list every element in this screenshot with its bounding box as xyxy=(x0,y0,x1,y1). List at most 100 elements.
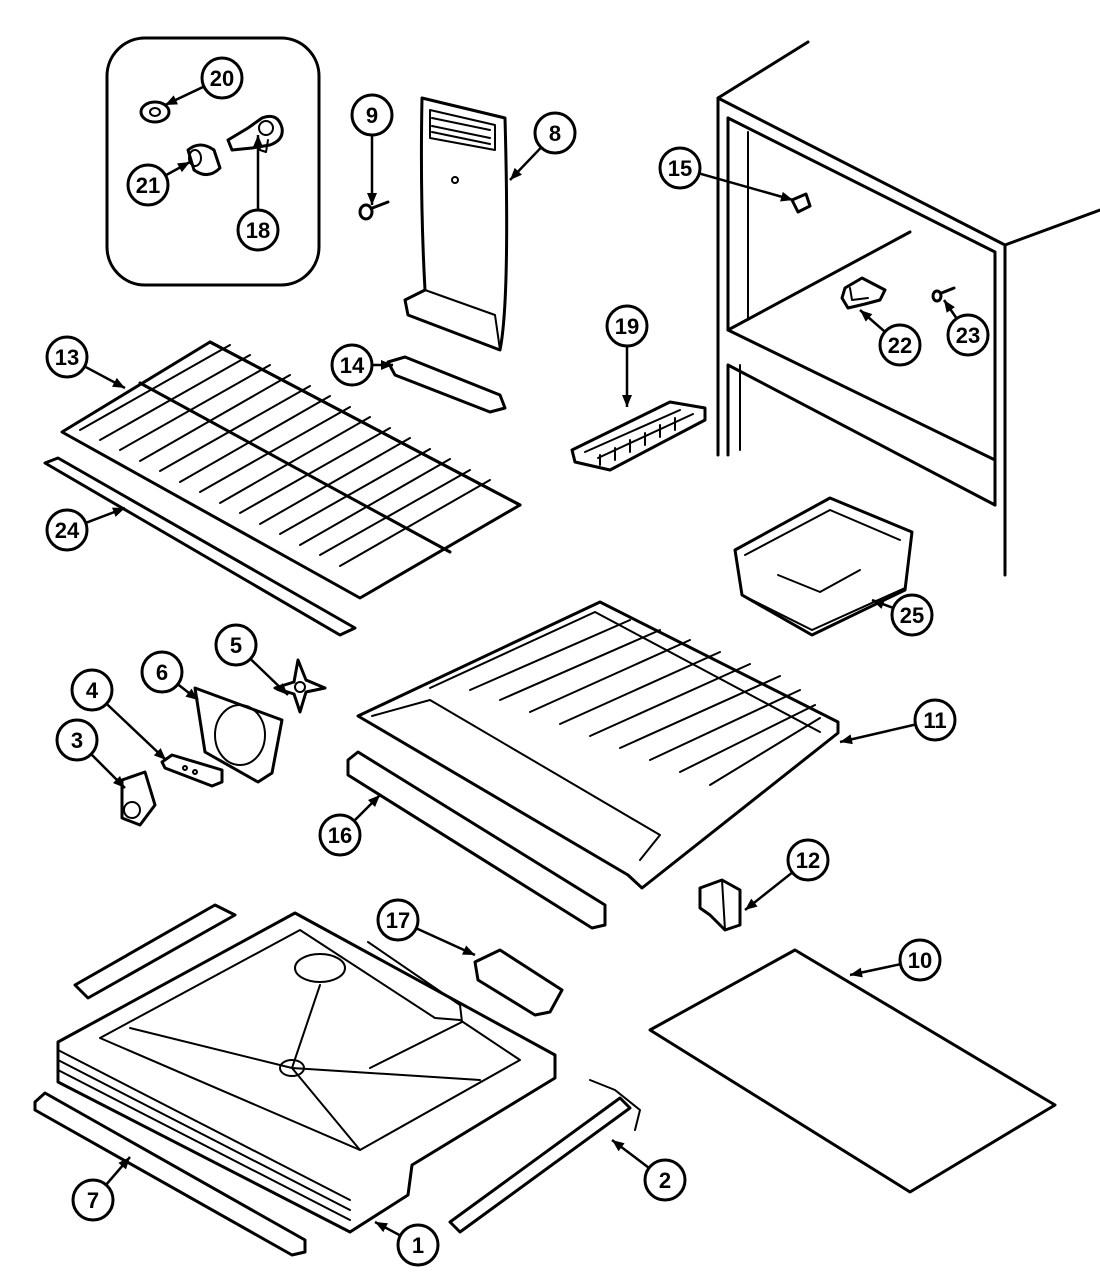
callout-25: 25 xyxy=(871,593,934,637)
callout-number: 25 xyxy=(900,603,924,628)
part-1-base-pan xyxy=(56,911,557,1234)
callout-number: 1 xyxy=(412,1233,424,1258)
part-14-bracket xyxy=(386,355,507,414)
callout-circle xyxy=(236,208,280,252)
callout-circle xyxy=(605,304,649,348)
callout-arrowhead xyxy=(510,167,522,180)
callout-circle xyxy=(318,813,362,857)
callout-circle xyxy=(45,335,89,379)
callout-10: 10 xyxy=(849,938,942,982)
callout-arrowhead xyxy=(780,191,793,202)
callout-circle xyxy=(200,56,244,100)
callout-circle xyxy=(70,668,114,712)
callout-circle xyxy=(913,698,957,742)
callout-circle xyxy=(878,323,922,367)
part-15-plug xyxy=(790,192,812,214)
callout-9: 9 xyxy=(350,93,394,205)
callout-circle xyxy=(946,313,990,357)
callout-circle xyxy=(658,146,702,190)
part-9-screw xyxy=(358,200,390,221)
part-20-disc xyxy=(139,100,171,124)
callout-circle xyxy=(45,508,89,552)
callout-arrowhead xyxy=(367,193,377,205)
callout-arrowhead xyxy=(112,775,125,788)
callout-17: 17 xyxy=(376,898,476,957)
callout-arrowhead xyxy=(381,360,393,370)
callout-5: 5 xyxy=(214,623,289,696)
callout-number: 13 xyxy=(55,345,79,370)
callout-arrowhead xyxy=(165,95,178,105)
part-23-screw xyxy=(931,286,956,303)
callout-number: 6 xyxy=(156,660,168,685)
part-24-trim-strip xyxy=(43,456,357,637)
callout-3: 3 xyxy=(55,718,126,789)
callout-number: 21 xyxy=(136,173,160,198)
callout-circle xyxy=(376,898,420,942)
callout-arrowhead xyxy=(375,1222,388,1233)
part-16-front-strip xyxy=(346,750,607,930)
part-6-fan-shroud xyxy=(193,686,284,784)
callout-number: 9 xyxy=(366,103,378,128)
left-side-rail xyxy=(73,903,237,1000)
callout-number: 20 xyxy=(210,66,234,91)
part-5-fan-blade xyxy=(273,658,327,714)
callout-23: 23 xyxy=(942,299,990,357)
part-25-bin xyxy=(733,496,914,637)
part-19-ice-tray xyxy=(570,400,707,472)
callout-14: 14 xyxy=(330,343,393,387)
callout-arrowhead xyxy=(872,599,885,609)
callout-11: 11 xyxy=(839,698,957,745)
callout-circle xyxy=(55,718,99,762)
callout-arrowhead xyxy=(253,135,263,147)
callout-19: 19 xyxy=(605,304,649,407)
callout-circle xyxy=(350,93,394,137)
callout-18: 18 xyxy=(236,135,280,252)
callout-number: 5 xyxy=(230,633,242,658)
part-3-motor xyxy=(120,770,157,827)
callout-arrowhead xyxy=(118,1157,130,1170)
callout-15: 15 xyxy=(658,146,794,202)
callout-21: 21 xyxy=(126,160,191,207)
callout-number: 4 xyxy=(86,678,99,703)
callout-number: 23 xyxy=(956,323,980,348)
callout-22: 22 xyxy=(859,309,922,367)
part-4-bracket xyxy=(160,753,224,788)
callout-circle xyxy=(126,163,170,207)
part-10-board xyxy=(648,948,1057,1194)
callout-number: 3 xyxy=(71,728,83,753)
callout-circle xyxy=(890,593,934,637)
part-8-duct-cover xyxy=(403,96,509,352)
callout-arrowhead xyxy=(153,748,166,760)
callout-arrowhead xyxy=(944,300,955,313)
callout-arrowhead xyxy=(112,507,125,517)
callout-20: 20 xyxy=(164,56,244,107)
callout-circle xyxy=(643,1158,687,1202)
part-21-roller xyxy=(186,143,222,176)
callout-number: 10 xyxy=(908,948,932,973)
callout-number: 7 xyxy=(87,1188,99,1213)
callout-2: 2 xyxy=(611,1139,687,1202)
callout-arrowhead xyxy=(367,795,380,808)
callout-12: 12 xyxy=(744,838,830,911)
callout-arrowhead xyxy=(860,310,873,322)
callout-number: 11 xyxy=(923,708,946,733)
callout-arrowhead xyxy=(745,898,758,910)
callout-number: 15 xyxy=(668,156,692,181)
callout-16: 16 xyxy=(318,794,381,857)
callout-arrowhead xyxy=(612,1140,625,1152)
inset-detail xyxy=(105,36,321,287)
callout-4: 4 xyxy=(70,668,167,761)
callout-arrowhead xyxy=(622,395,632,407)
part-12-bracket xyxy=(698,878,742,932)
part-7-rail xyxy=(33,1091,307,1257)
callout-leader xyxy=(698,172,794,202)
callout-arrowhead xyxy=(840,734,853,745)
part-2-rail xyxy=(448,1079,641,1234)
callout-7: 7 xyxy=(71,1156,131,1222)
part-22-clip xyxy=(840,276,887,310)
callout-6: 6 xyxy=(140,650,199,701)
callout-circle xyxy=(533,111,577,155)
callout-13: 13 xyxy=(45,335,126,390)
